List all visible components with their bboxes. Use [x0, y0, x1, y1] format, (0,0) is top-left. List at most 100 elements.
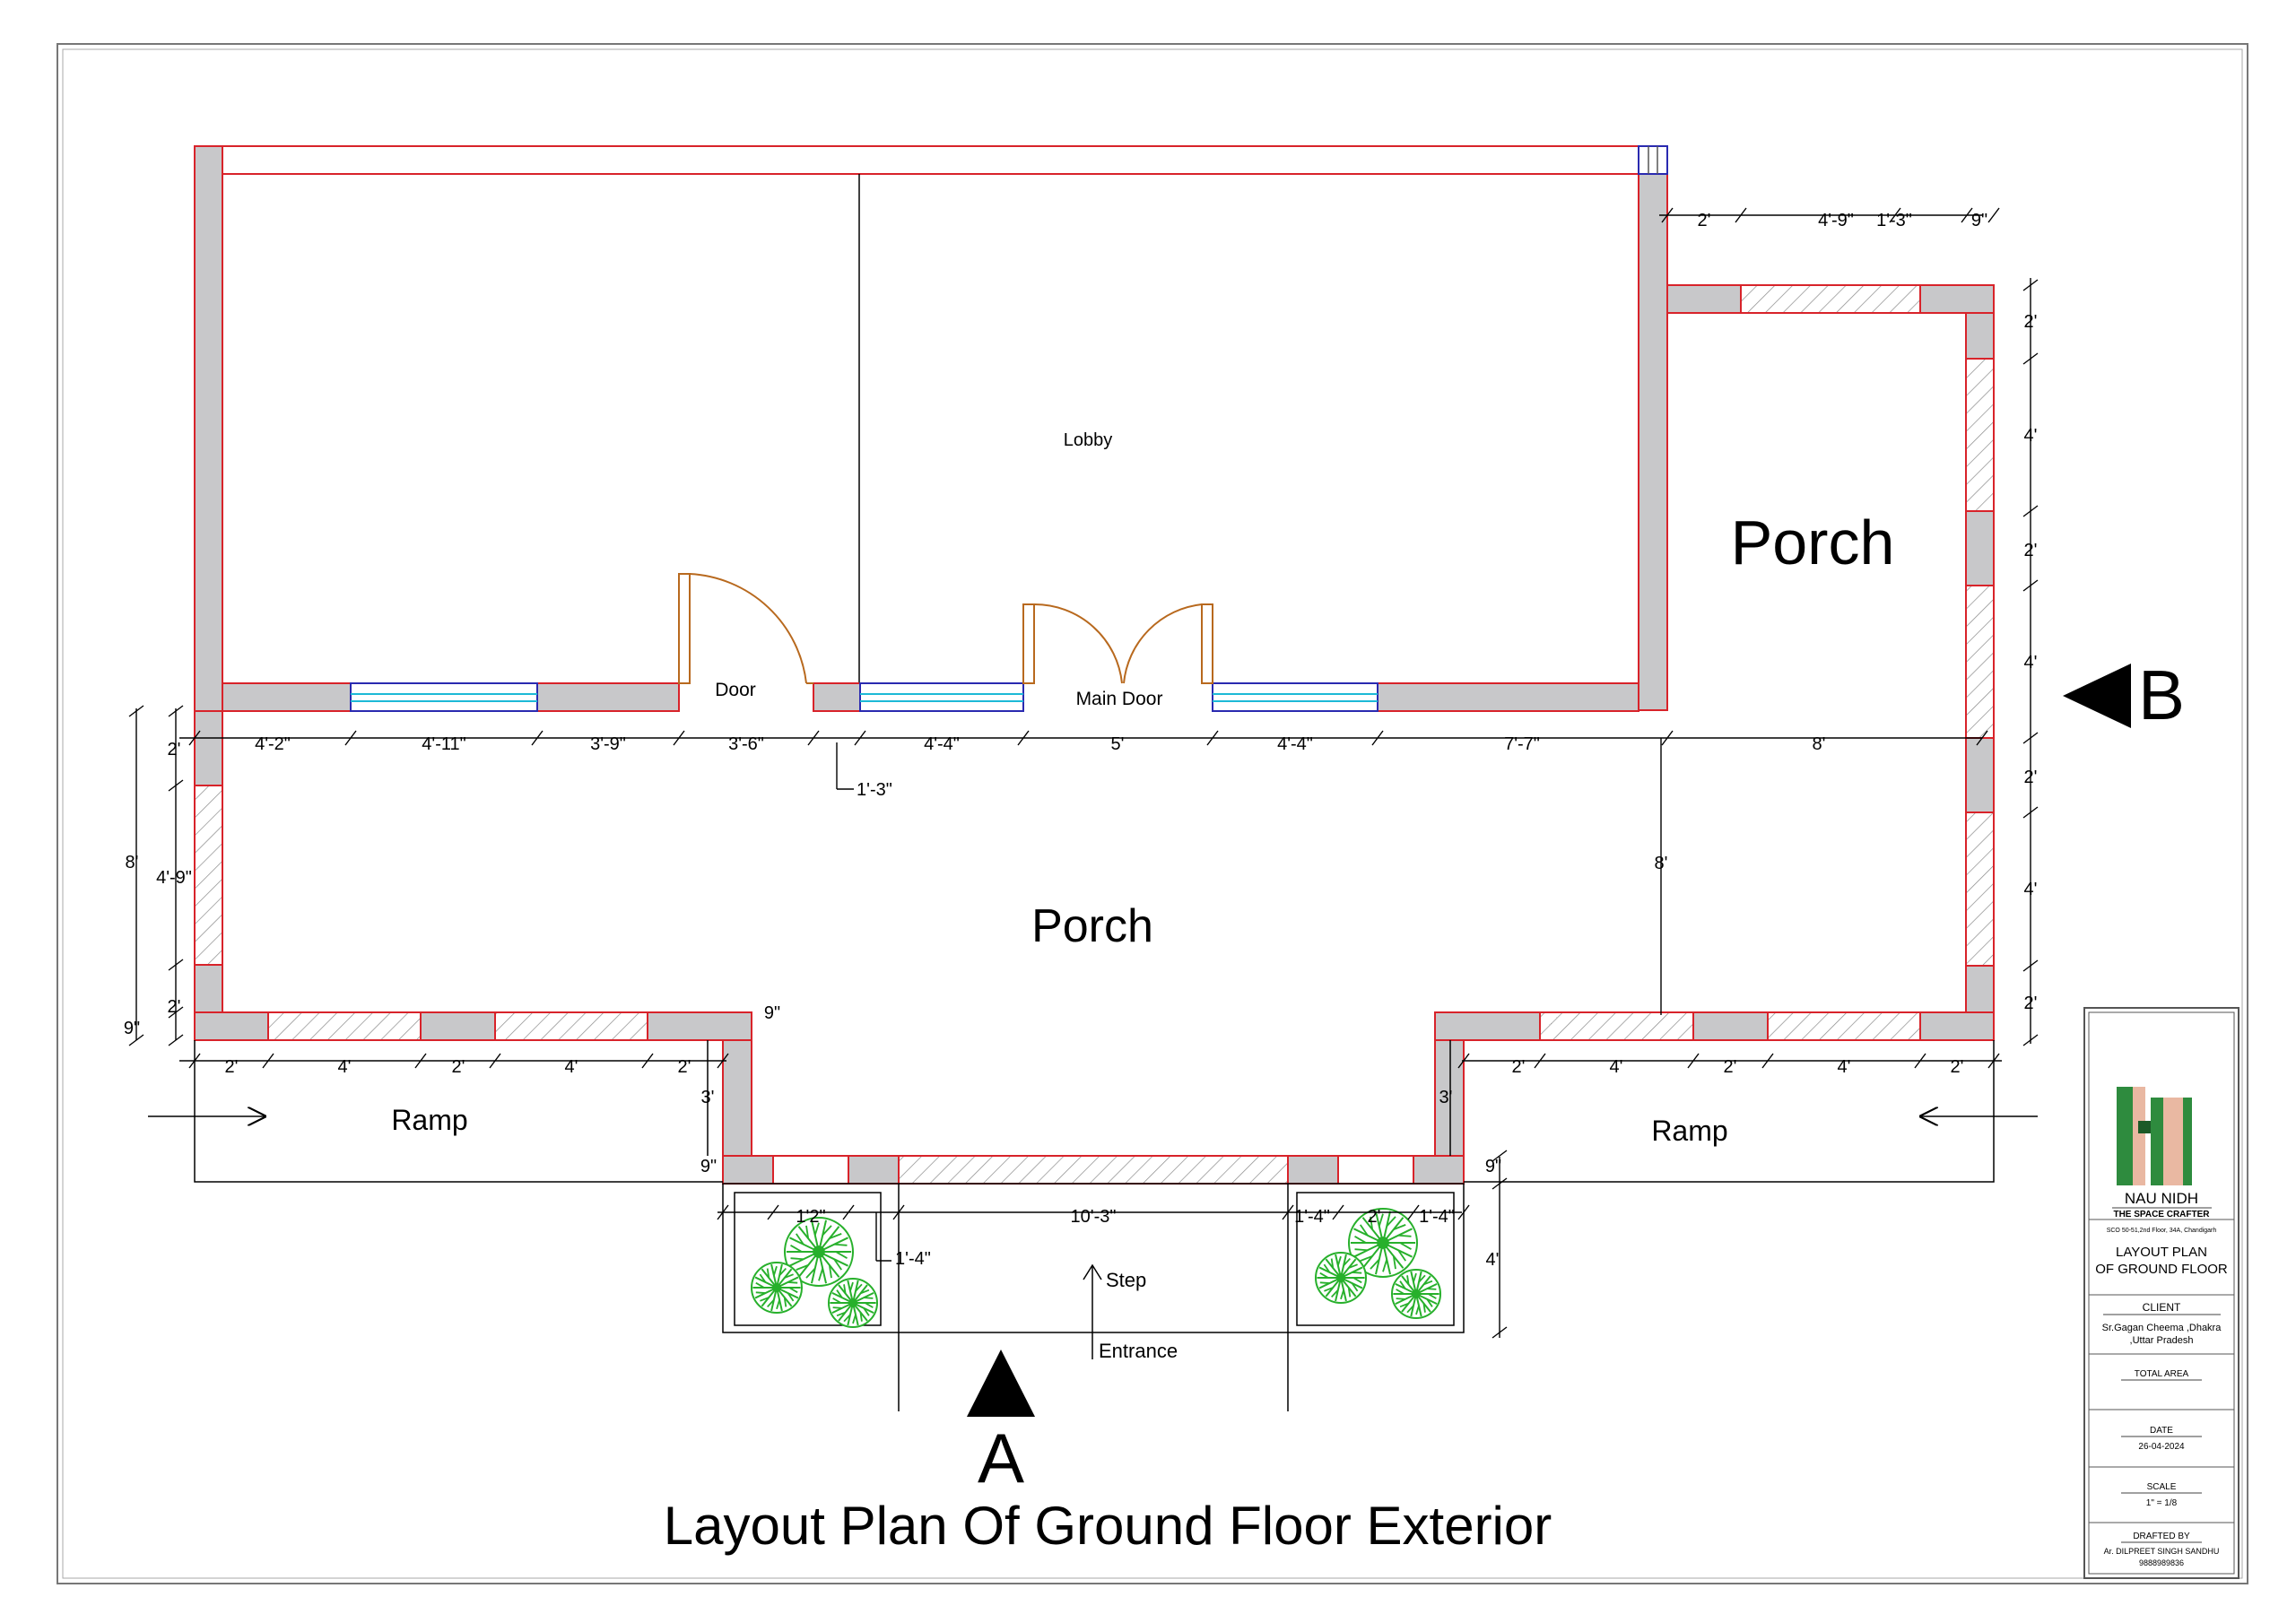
ramp-left-label: Ramp: [391, 1104, 467, 1136]
dim-tick: [1492, 1177, 1508, 1190]
dimension-label: 9": [124, 1019, 140, 1038]
svg-text:SCO 50-51,2nd Floor, 34A, Chan: SCO 50-51,2nd Floor, 34A, Chandigarh: [2107, 1228, 2217, 1234]
dimension-label: 9": [764, 1003, 780, 1023]
dim-tick: [1282, 1204, 1294, 1220]
dimension-label: 2': [225, 1057, 239, 1077]
dim-tick: [1661, 730, 1674, 746]
dimension-label: 4': [2024, 426, 2038, 446]
entrance-step: [722, 1183, 1465, 1411]
dimension-label: 4'-9": [1818, 211, 1854, 230]
dimension-label: 2': [2024, 541, 2038, 560]
dim-tick: [2022, 579, 2039, 592]
dimension-label: 1'-4": [1419, 1207, 1455, 1227]
dim-tick: [168, 705, 184, 717]
dim-tick: [168, 1006, 184, 1019]
lobby-walls: [194, 145, 1668, 712]
tree-icon: [751, 1262, 803, 1314]
tree-icon: [828, 1278, 878, 1328]
dimension-label: 4'-9": [156, 868, 192, 888]
dimension-label: 9": [1971, 211, 1987, 230]
dim-tick: [1332, 1204, 1344, 1220]
dim-tick: [1976, 730, 1988, 746]
dim-tick: [188, 730, 201, 746]
dim-tick: [1761, 1053, 1774, 1069]
company-logo: [2117, 1087, 2192, 1185]
dim-tick: [807, 730, 820, 746]
front-porch-walls: [194, 710, 1995, 1185]
dim-tick: [2022, 806, 2039, 819]
dim-tick: [1492, 1326, 1508, 1339]
dimension-label: 2': [1368, 1207, 1381, 1227]
dimension-label: 4': [338, 1057, 352, 1077]
title-block: NAU NIDH THE SPACE CRAFTER SCO 50-51,2nd…: [2083, 1007, 2239, 1579]
dim-tick: [489, 1053, 501, 1069]
dimension-label: 3': [701, 1088, 715, 1107]
dim-tick: [1457, 1053, 1470, 1069]
dimension-label: 4'-4": [924, 734, 960, 754]
svg-text:A: A: [978, 1419, 1024, 1497]
door-label: Door: [715, 680, 756, 700]
dimension-label: 1'-3": [1876, 211, 1912, 230]
dim-tick: [128, 705, 144, 717]
dim-tick: [531, 730, 544, 746]
dim-tick: [168, 1034, 184, 1046]
dimension-label: 2': [2024, 768, 2038, 787]
dimension-label: 2': [168, 997, 181, 1017]
dim-tick: [1407, 1204, 1420, 1220]
dimension-label: 3'-6": [728, 734, 764, 754]
svg-text:9888989836: 9888989836: [2139, 1558, 2184, 1567]
dim-tick: [1735, 207, 1747, 223]
window-1: [350, 682, 538, 712]
sheet-border-outer: [57, 43, 2248, 1584]
svg-text:DATE: DATE: [2150, 1426, 2173, 1436]
dim-tick: [1687, 1053, 1700, 1069]
dim-tick: [1017, 730, 1030, 746]
svg-text:B: B: [2138, 655, 2185, 734]
dimension-label: 4': [565, 1057, 578, 1077]
dimension-label: 2': [2024, 312, 2038, 332]
tree-icon: [784, 1217, 854, 1287]
lobby-label: Lobby: [1064, 430, 1113, 450]
dimension-label: 8': [126, 853, 139, 872]
dim-tick: [128, 1034, 144, 1046]
tree-icon: [1348, 1208, 1418, 1278]
dim-tick: [717, 1204, 729, 1220]
dimension-label: 9": [1485, 1157, 1501, 1176]
window-2: [859, 682, 1024, 712]
dimension-label: 4'-11": [422, 734, 465, 754]
dimension-label: 4'-4": [1277, 734, 1313, 754]
dim-tick: [168, 959, 184, 971]
dimension-label: 8': [1813, 734, 1826, 754]
svg-text:SCALE: SCALE: [2147, 1482, 2177, 1492]
dim-tick: [2022, 505, 2039, 517]
dimension-label: 4': [2024, 880, 2038, 899]
dimension-label: 8': [1655, 854, 1668, 873]
dimension-label: 4': [2024, 653, 2038, 673]
dimension-label: 2': [1724, 1057, 1737, 1077]
svg-text:DRAFTED BY: DRAFTED BY: [2133, 1532, 2190, 1541]
svg-text:,Uttar Pradesh: ,Uttar Pradesh: [2130, 1335, 2194, 1346]
dim-tick: [673, 730, 685, 746]
svg-text:1" = 1/8: 1" = 1/8: [2146, 1498, 2178, 1508]
svg-text:THE SPACE CRAFTER: THE SPACE CRAFTER: [2113, 1210, 2210, 1219]
dimension-label: 9": [700, 1157, 717, 1176]
dim-tick: [2022, 279, 2039, 291]
dim-tick: [188, 1053, 201, 1069]
dim-tick: [1889, 207, 1901, 223]
dimension-label: 2': [1951, 1057, 1964, 1077]
dim-tick: [1492, 1150, 1508, 1162]
svg-text:LAYOUT PLAN: LAYOUT PLAN: [2116, 1245, 2207, 1260]
dim-tick: [1457, 1204, 1470, 1220]
dim-tick: [344, 730, 357, 746]
dimension-label: 1'-4": [1294, 1207, 1330, 1227]
dim-tick: [892, 1204, 905, 1220]
ramp-outlines: [194, 1040, 1995, 1183]
dimension-label: 3': [1439, 1088, 1453, 1107]
planter-trees: [751, 1208, 1441, 1328]
dimension-label: 3'-9": [590, 734, 626, 754]
dimension-label: 1'-3": [857, 780, 892, 800]
main-door-double: [1022, 603, 1213, 684]
dim-tick: [262, 1053, 274, 1069]
entrance-label: Entrance: [1099, 1340, 1178, 1362]
